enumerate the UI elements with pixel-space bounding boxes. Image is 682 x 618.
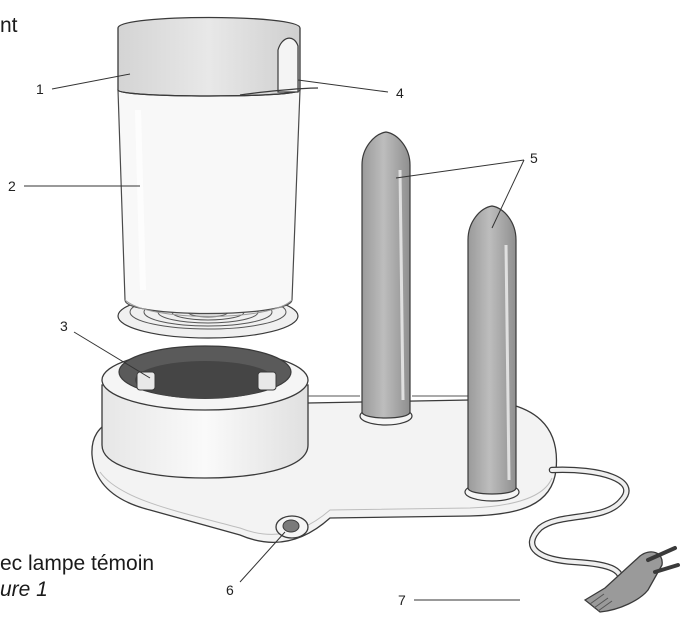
callout-5: 5	[530, 150, 538, 166]
callout-2: 2	[8, 178, 16, 194]
callout-1: 1	[36, 81, 44, 97]
lid	[117, 16, 301, 97]
callout-7: 7	[398, 592, 406, 608]
cropped-text-top-left: nt	[0, 14, 18, 37]
callout-4: 4	[396, 85, 404, 101]
callout-3: 3	[60, 318, 68, 334]
heating-spike-front	[464, 205, 520, 502]
cropped-caption-line1: ec lampe témoin	[0, 552, 155, 575]
leader-lines	[24, 73, 525, 601]
callout-6: 6	[226, 582, 234, 598]
heating-spike-back	[359, 131, 413, 426]
heating-block	[101, 345, 309, 479]
power-plug	[583, 546, 680, 613]
lid-handle	[239, 37, 319, 96]
cropped-caption-line2: ure 1	[0, 578, 48, 601]
switch-with-indicator	[275, 515, 309, 539]
glass-container	[117, 89, 301, 317]
power-cord	[528, 466, 630, 592]
